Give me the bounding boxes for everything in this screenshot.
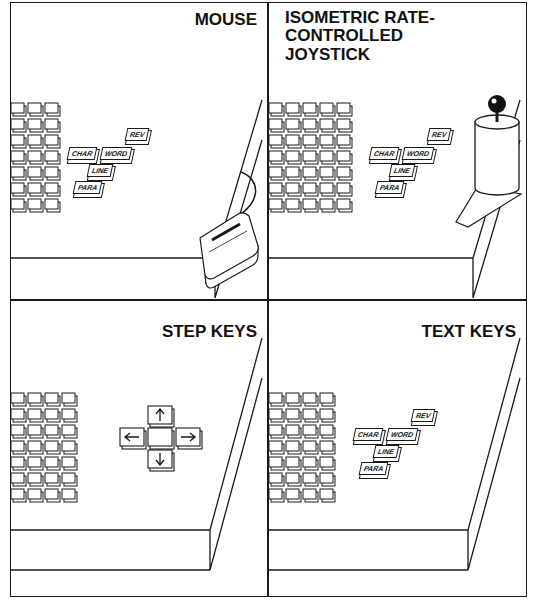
key-label: WORD xyxy=(104,149,128,158)
key-label: PARA xyxy=(379,183,400,192)
panel-title: TEXT KEYS xyxy=(422,323,516,341)
panel: STEP KEYS xyxy=(10,300,268,597)
text-key: LINE xyxy=(388,164,415,177)
key-label: LINE xyxy=(377,447,395,456)
key-label: WORD xyxy=(406,149,430,158)
alphanumeric-keys xyxy=(10,102,61,214)
keyboard-body xyxy=(10,100,262,298)
text-key: WORD xyxy=(401,147,434,160)
keyboard-body xyxy=(268,100,520,298)
keyboard-body xyxy=(268,338,520,570)
joystick-highlight xyxy=(492,99,497,104)
panel-title: MOUSE xyxy=(195,11,257,29)
text-key: REV xyxy=(125,128,150,141)
step-arrows xyxy=(125,409,195,465)
arrow-right xyxy=(181,433,195,441)
key-label: CHAR xyxy=(357,430,379,439)
arrow-key xyxy=(120,428,144,446)
text-key: LINE xyxy=(372,445,399,458)
key-label: REV xyxy=(431,130,447,139)
key-label: CHAR xyxy=(373,149,395,158)
keyboard-outlines xyxy=(10,100,520,570)
key-label: LINE xyxy=(393,166,411,175)
arrow-key xyxy=(148,406,172,424)
mouse xyxy=(200,172,258,288)
key-label: REV xyxy=(415,411,431,420)
text-key: CHAR xyxy=(368,147,399,160)
text-key: REV xyxy=(411,409,436,422)
arrow-up xyxy=(156,409,164,421)
text-key: LINE xyxy=(86,164,113,177)
text-key: PARA xyxy=(73,181,103,194)
mouse-body xyxy=(200,213,258,279)
panel-title: ISOMETRIC RATE-CONTROLLED JOYSTICK xyxy=(285,9,470,64)
arrow-down xyxy=(156,453,164,465)
key-blocks xyxy=(10,102,353,504)
center-key xyxy=(148,428,172,446)
panel: MOUSE REV CHAR WORD LINE PARA xyxy=(10,2,268,300)
key-label: LINE xyxy=(91,166,109,175)
text-key: WORD xyxy=(99,147,132,160)
panel: ISOMETRIC RATE-CONTROLLED JOYSTICK REV CHA… xyxy=(268,2,527,300)
alphanumeric-keys xyxy=(268,392,336,504)
mouse-line xyxy=(209,231,247,252)
joystick xyxy=(456,95,521,227)
key-label: REV xyxy=(129,130,145,139)
text-key: PARA xyxy=(359,462,389,475)
alphanumeric-keys xyxy=(268,102,353,214)
key-label: CHAR xyxy=(71,149,93,158)
alphanumeric-keys xyxy=(10,392,78,504)
arrow-key xyxy=(148,450,172,468)
joystick-knob xyxy=(488,95,506,113)
joystick-housing xyxy=(475,122,519,195)
key-label: PARA xyxy=(363,464,384,473)
key-label: PARA xyxy=(77,183,98,192)
text-key: CHAR xyxy=(352,428,383,441)
text-key: REV xyxy=(427,128,452,141)
text-key: PARA xyxy=(375,181,405,194)
panel: TEXT KEYS REV CHAR WORD LINE PARA xyxy=(268,300,527,597)
panel-title: STEP KEYS xyxy=(162,323,257,341)
key-label: WORD xyxy=(390,430,414,439)
keyboard-body xyxy=(10,338,262,570)
step-keys xyxy=(120,406,202,471)
text-key: WORD xyxy=(385,428,418,441)
text-key: CHAR xyxy=(66,147,97,160)
arrow-key xyxy=(176,428,200,446)
arrow-left xyxy=(125,433,139,441)
